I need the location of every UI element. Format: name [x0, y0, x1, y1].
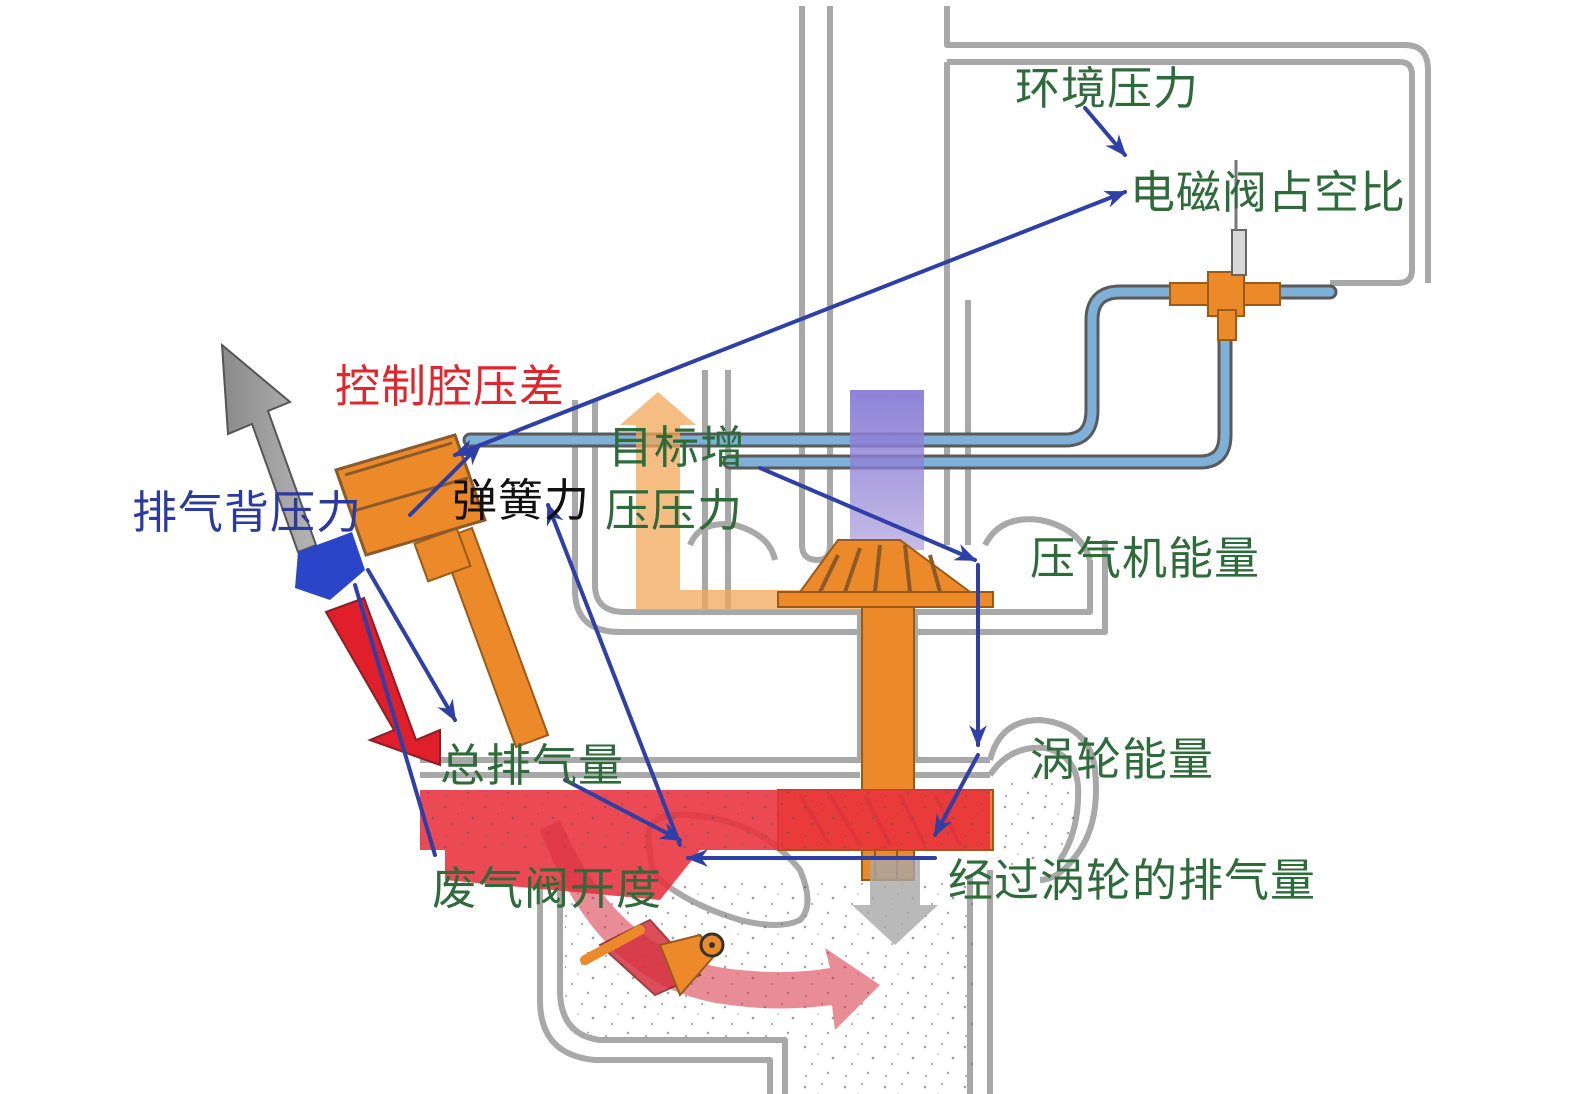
arrow-backpressure-to-wastegate: [353, 583, 437, 857]
compressor-scroll: [982, 516, 1093, 562]
top-right-loop: [944, 6, 1431, 283]
label-total-exhaust: 总排气量: [440, 739, 625, 792]
turbine-outlet: [557, 880, 788, 1094]
label-exhaust-back-pressure: 排气背压力: [132, 486, 363, 539]
label-ambient-pressure: 环境压力: [1015, 62, 1200, 115]
arrow-wastegate-to-spring: [546, 502, 682, 847]
label-wastegate-opening: 废气阀开度: [432, 862, 663, 915]
intake-air-column: [850, 390, 924, 550]
label-turbine-exhaust: 经过涡轮的排气量: [948, 854, 1317, 907]
wastegate-flap-icon: [580, 918, 725, 997]
label-target-boost-line2: 压压力: [605, 484, 744, 537]
back-pressure-up-arrow: [220, 342, 318, 554]
label-spring-force: 弹簧力: [452, 474, 591, 527]
intake-tube: [799, 6, 833, 563]
causal-arrows: [353, 106, 1128, 867]
label-compressor-energy: 压气机能量: [1030, 532, 1261, 585]
arrow-backpressure-to-chamber: [408, 443, 482, 517]
arrow-total-to-wastegate: [563, 778, 682, 842]
arrow-target-to-compressor: [758, 466, 978, 562]
bearing-housing: [420, 610, 863, 763]
wastegate-actuator-icon: [334, 433, 550, 749]
back-pressure-blue-arrow: [295, 532, 365, 600]
arrow-turbine-to-exhaust: [933, 753, 980, 837]
label-solenoid-duty: 电磁阀占空比: [1130, 166, 1407, 219]
compressor-housing: [572, 400, 1108, 635]
wastegate-bypass-flow: [540, 820, 880, 1030]
solenoid-valve-icon: [1169, 160, 1281, 341]
arrow-backpressure-to-total: [366, 568, 457, 722]
arrow-ambient-to-duty: [1083, 106, 1127, 157]
turbine-scroll: [987, 717, 1099, 883]
label-turbine-energy: 涡轮能量: [1030, 733, 1215, 786]
label-control-chamber-dp: 控制腔压差: [335, 360, 566, 413]
arrow-duty-to-chamber: [452, 190, 1128, 457]
turbine-exhaust-arrow: [852, 860, 938, 945]
label-target-boost: 目标增: [608, 421, 747, 474]
